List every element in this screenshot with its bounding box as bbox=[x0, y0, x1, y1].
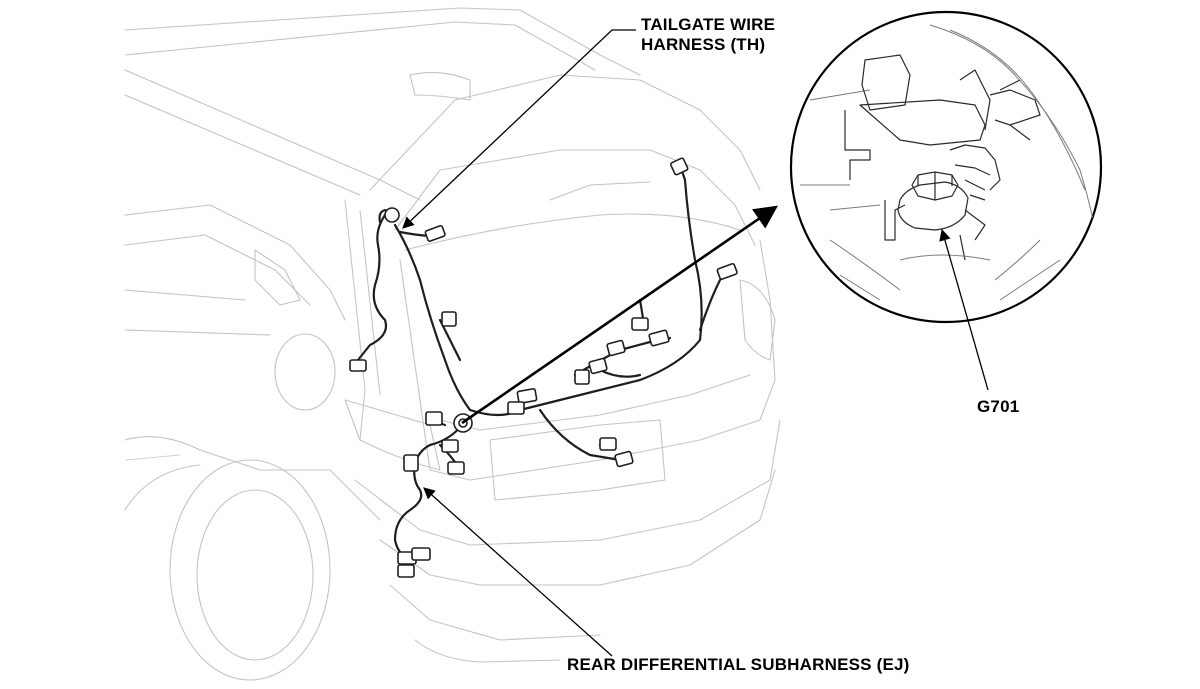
tailgate-leader bbox=[402, 29, 636, 229]
g701-leader bbox=[939, 228, 989, 391]
tailgate-label-line2: HARNESS (TH) bbox=[641, 35, 766, 54]
rear-subharness-leader bbox=[423, 487, 613, 657]
detail-circle bbox=[789, 10, 1103, 324]
harness-connectors bbox=[349, 157, 738, 578]
detail-pointer-leader bbox=[461, 205, 778, 425]
tailgate-label-line1: TAILGATE WIRE bbox=[641, 15, 776, 34]
tailgate-wire-harness bbox=[356, 163, 730, 462]
rear-subharness-label: REAR DIFFERENTIAL SUBHARNESS (EJ) bbox=[567, 655, 910, 674]
tailgate-harness-label: TAILGATE WIRE HARNESS (TH) bbox=[641, 15, 775, 55]
g701-label: G701 bbox=[977, 397, 1020, 416]
leader-lines bbox=[402, 29, 989, 657]
vehicle-body-outline bbox=[124, 7, 781, 681]
